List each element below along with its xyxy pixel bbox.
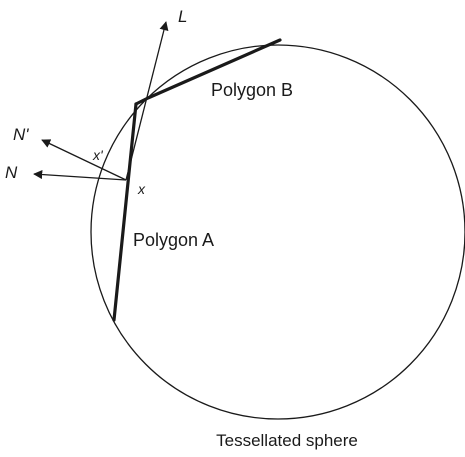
point-modified-label: x' bbox=[92, 147, 104, 163]
sphere-outline bbox=[90, 44, 465, 420]
normal-label: N bbox=[5, 163, 18, 182]
point-label: x bbox=[137, 181, 146, 197]
light-vector-label: L bbox=[178, 7, 187, 26]
normal-modified-label: N' bbox=[13, 125, 29, 144]
diagram-caption: Tessellated sphere bbox=[216, 431, 358, 450]
polygon-b-edge bbox=[134, 38, 282, 106]
polygon-a-label: Polygon A bbox=[133, 230, 214, 250]
light-vector-arrow bbox=[125, 21, 169, 181]
normal-modified-arrow bbox=[41, 139, 127, 181]
normal-arrow bbox=[33, 169, 127, 181]
polygon-a-edge bbox=[112, 102, 138, 322]
polygon-b-label: Polygon B bbox=[211, 80, 293, 100]
